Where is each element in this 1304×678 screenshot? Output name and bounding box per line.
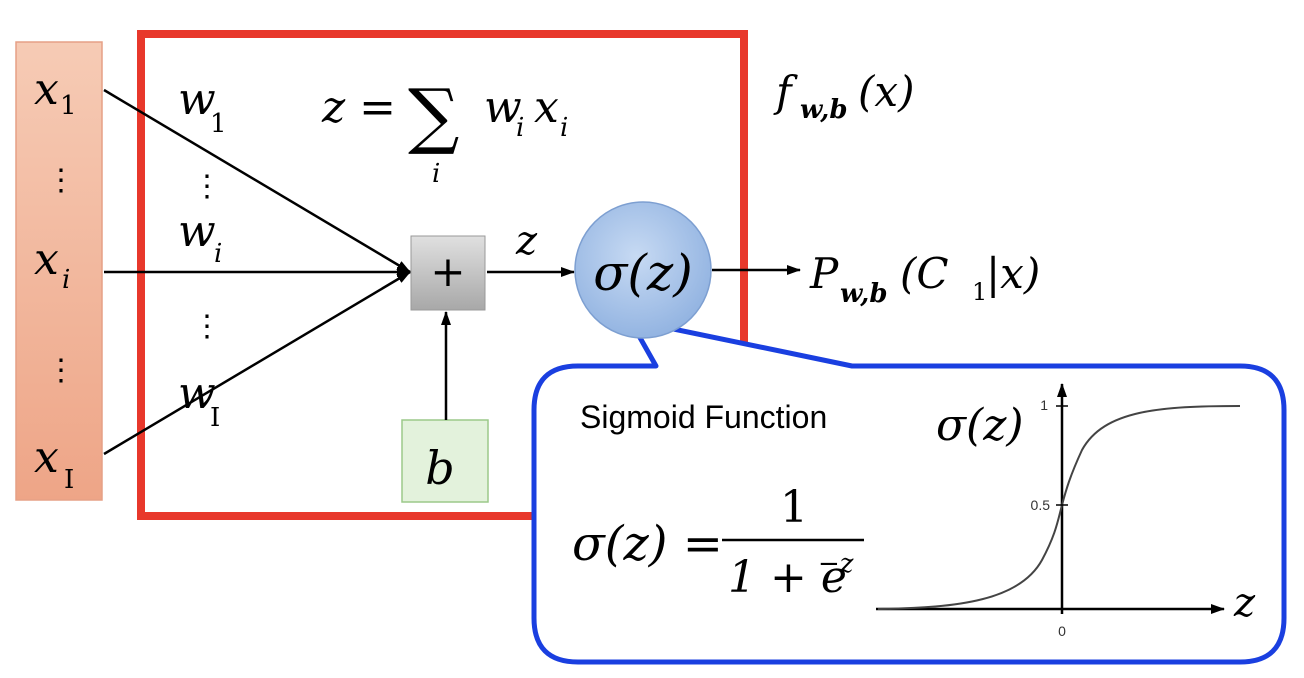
edge-z-label: z (515, 218, 538, 264)
sum-formula: z = ∑ i w i x i (321, 73, 568, 189)
function-label: f w,b (x) (773, 67, 914, 125)
function-label-arg: (x) (858, 67, 914, 116)
weight-wi: w i (178, 206, 222, 269)
sigmoid-node-label: σ(z) (593, 244, 693, 302)
input-vdots-2: ⋮ (46, 353, 76, 388)
fraction-denominator: 1 + e (728, 552, 847, 603)
weight-wI: w I (178, 368, 220, 433)
graph-xlabel: z (1233, 580, 1256, 626)
input-xI-sub: I (64, 465, 74, 495)
output-label-arg-sub: 1 (972, 278, 987, 306)
input-column (15, 41, 103, 501)
weight-wi-base: w (178, 206, 216, 257)
graph-ylabel: σ(z) (936, 400, 1024, 451)
input-x1-sub: 1 (60, 91, 77, 121)
sum-formula-sigma: ∑ (408, 73, 459, 157)
sum-formula-lhs: z = (321, 82, 396, 133)
input-xi-base: x (34, 234, 59, 285)
output-label-P: P (809, 249, 839, 298)
output-label-arg-tail: |x) (986, 249, 1040, 298)
weight-w1-sub: 1 (210, 109, 227, 139)
callout-title: Sigmoid Function (580, 399, 827, 435)
output-label-arg: (C (900, 249, 949, 298)
sigmoid-formula: σ(z) = 1 1 + e −z (572, 482, 864, 603)
sum-node-label: + (430, 247, 465, 296)
weight-wI-sub: I (210, 403, 220, 433)
tick-label-1: 1 (1040, 397, 1048, 413)
weight-w1: w 1 (178, 74, 227, 139)
input-vdots-1: ⋮ (46, 163, 76, 198)
input-xi: x i (34, 234, 70, 295)
weight-wI-base: w (178, 368, 216, 419)
edge-x1 (103, 88, 411, 274)
fraction-numerator: 1 (780, 482, 808, 533)
weight-w1-base: w (178, 74, 216, 125)
function-frame (137, 30, 748, 520)
sigmoid-node (574, 201, 712, 339)
sum-formula-index: i (432, 159, 440, 189)
input-xi-sub: i (62, 265, 70, 295)
sigmoid-formula-lhs: σ(z) = (572, 516, 723, 572)
input-x1-base: x (34, 64, 59, 115)
input-x1: x 1 (34, 64, 77, 121)
bias-node (401, 419, 489, 503)
tick-label-05: 0.5 (1031, 497, 1051, 513)
output-label: P w,b (C 1 |x) (809, 249, 1040, 309)
edge-xI (103, 270, 411, 456)
sum-node (410, 235, 486, 311)
weight-vdots-2: ⋮ (192, 309, 222, 344)
bias-label: b (425, 441, 454, 495)
weight-wi-sub: i (214, 239, 222, 269)
sum-formula-x: x (534, 82, 559, 133)
sum-formula-w-sub: i (516, 113, 524, 143)
sum-formula-w: w (484, 82, 522, 133)
sum-formula-x-sub: i (560, 113, 568, 143)
sigmoid-callout (531, 317, 1287, 665)
weight-vdots-1: ⋮ (192, 169, 222, 204)
input-xI: x I (34, 432, 74, 495)
input-xI-base: x (34, 432, 59, 483)
sigmoid-graph: 1 0.5 0 σ(z) z (876, 383, 1256, 639)
function-label-f: f (773, 67, 798, 116)
function-label-sub: w,b (800, 95, 848, 125)
output-label-sub: w,b (840, 279, 888, 309)
fraction-exponent: −z (818, 549, 854, 579)
tick-label-0: 0 (1058, 623, 1066, 639)
